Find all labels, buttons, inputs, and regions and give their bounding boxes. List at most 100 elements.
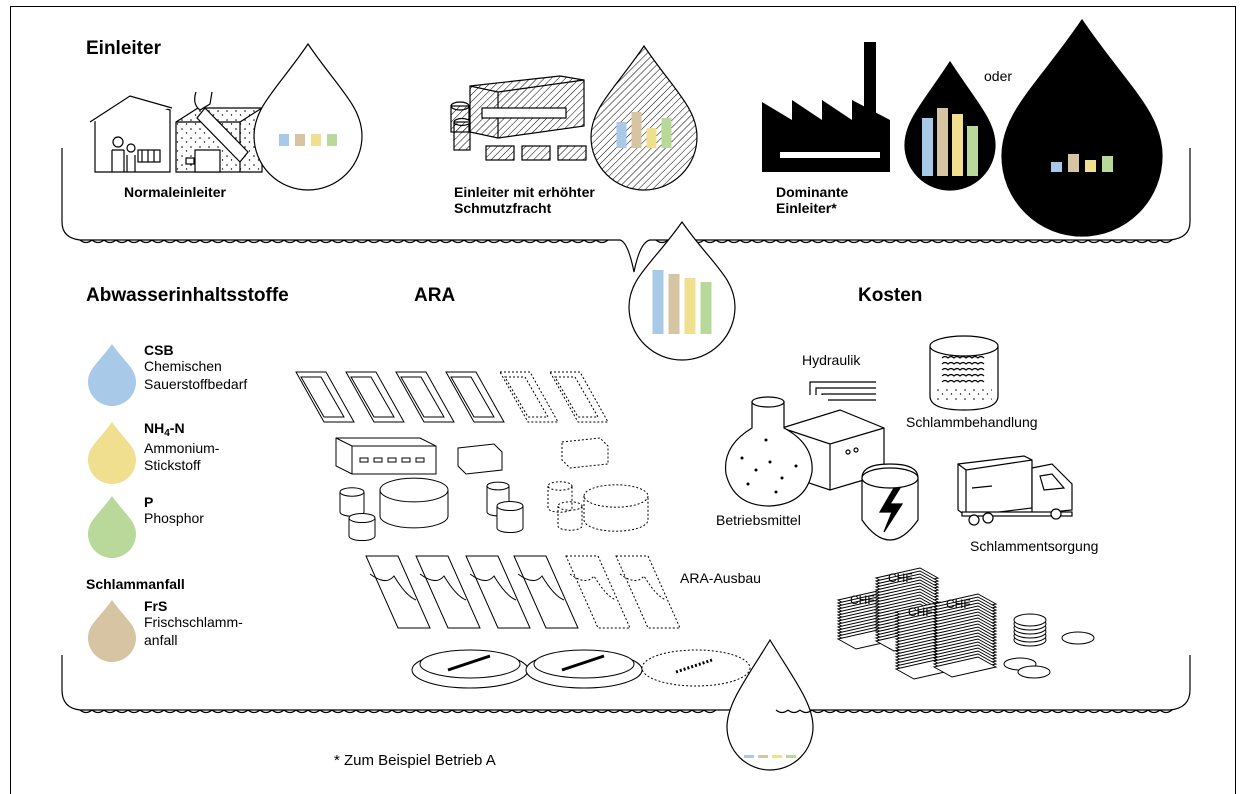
bill-stack: CHF (932, 593, 998, 678)
secondary-basin-1-wave (369, 573, 417, 601)
sludge-treatment-icon (929, 335, 999, 411)
drop-dominant-b (1001, 18, 1163, 237)
digester-1-top (379, 477, 449, 503)
drop-dominant-a-bar-2 (937, 108, 948, 176)
heading-abwasserinhaltsstoffe: Abwasserinhaltsstoffe (86, 285, 289, 306)
drop-normal-bar-1 (279, 134, 289, 146)
drop-dominant-a (904, 60, 996, 191)
flask-icon (724, 396, 813, 507)
secondary-basin-planned-1-wave (569, 573, 617, 601)
factory-icon (762, 42, 890, 172)
coin-flat (1061, 631, 1095, 645)
label-hydraulik: Hydraulik (802, 352, 861, 368)
drop-bottom (726, 638, 814, 771)
aeration-basin-1 (295, 371, 355, 423)
aeration-basin-3 (395, 371, 455, 423)
building-window-1 (359, 457, 369, 463)
ara-basins-planned (499, 371, 751, 687)
top-brace (61, 148, 1191, 273)
legend-code: NH4-N (144, 420, 185, 439)
label-erhoehte-line1: Einleiter mit erhöhter (454, 184, 595, 200)
legend-code: FrS (144, 598, 168, 614)
drop-dominant-b-bar-3 (1085, 160, 1096, 172)
chf-label: CHF (908, 605, 933, 619)
drop-center-bar-1 (652, 270, 664, 334)
chf-label: CHF (888, 571, 913, 585)
aeration-basin-planned-1 (499, 371, 559, 423)
drop-bottom-bar-2 (758, 755, 768, 758)
secondary-basin-planned-1 (565, 555, 631, 629)
tank-4-top (496, 500, 524, 512)
industrial-building-icon (450, 75, 587, 161)
label-erhoehte-line2: Schmutzfracht (454, 200, 552, 217)
tank-3-top (486, 481, 510, 491)
label-dominante-line2: Einleiter* (776, 200, 837, 217)
drop-normal-bar-2 (295, 134, 305, 146)
tank-4 (496, 506, 524, 534)
digester-planned (583, 496, 649, 532)
label-normaleinleiter: Normaleinleiter (124, 184, 226, 200)
legend-drop-4 (88, 600, 136, 662)
sludge-squiggle-3 (941, 367, 985, 371)
drop-dominant-a-shape (904, 60, 996, 191)
drop-normal (253, 42, 363, 191)
secondary-basin-1 (365, 555, 431, 629)
label-oder: oder (984, 68, 1013, 84)
legend-drop-3 (88, 496, 136, 558)
drop-erhoeht-bar-3 (646, 128, 657, 148)
legend-description: Frischschlamm-anfall (144, 614, 243, 648)
heading-einleiter: Einleiter (86, 38, 161, 59)
drop-erhoeht-bar-4 (661, 118, 672, 148)
aeration-basin-2-inner (350, 376, 395, 418)
round-clarifier-planned (641, 649, 751, 687)
label-schlammentsorgung: Schlammentsorgung (970, 538, 1099, 554)
drop-bottom-shape (726, 638, 814, 771)
heading-kosten: Kosten (858, 285, 923, 306)
aeration-basin-planned-1-inner (504, 376, 549, 418)
tank-planned-1-top (547, 481, 573, 491)
aeration-basin-2 (345, 371, 405, 423)
sludge-squiggle-5 (941, 379, 985, 383)
sludge-squiggle-4 (941, 373, 985, 377)
tank-planned-2-top (557, 501, 583, 511)
drop-center-bar-3 (684, 278, 696, 334)
drop-center (628, 220, 736, 361)
drop-dominant-b-shape (1001, 18, 1163, 237)
heading-schlammanfall: Schlammanfall (86, 576, 185, 592)
power-container-icon (861, 463, 919, 541)
coin (1013, 613, 1047, 627)
drop-center-bar-4 (700, 282, 712, 334)
aeration-basin-planned-2 (549, 371, 609, 423)
truck-icon (957, 455, 1073, 526)
secondary-basin-4 (513, 555, 579, 629)
building-window-4 (401, 457, 411, 463)
aeration-basin-4 (445, 371, 505, 423)
drop-erhoeht (590, 44, 698, 191)
bill (932, 656, 998, 678)
drop-normal-shape (253, 42, 363, 191)
aeration-basin-1-inner (300, 376, 345, 418)
outer-frame (10, 6, 1236, 794)
top-brace-wave (79, 239, 1173, 244)
secondary-basin-3 (465, 555, 531, 629)
operations-building (335, 437, 437, 475)
legend-drop-1 (88, 344, 136, 406)
drop-erhoeht-shape (590, 44, 698, 191)
bottom-brace-wave (79, 709, 1173, 714)
secondary-basin-3-wave (469, 573, 517, 601)
drop-bottom-bar-3 (772, 755, 782, 758)
secondary-basin-4-wave (517, 573, 565, 601)
label-dominante-line1: Dominante (776, 184, 849, 200)
drop-erhoeht-bar-2 (631, 112, 642, 148)
round-clarifier-planned-bridge (675, 658, 713, 674)
drop-center-bar-2 (668, 274, 680, 334)
aeration-basin-planned-2-inner (554, 376, 599, 418)
aeration-basin-4-inner (450, 376, 495, 418)
chf-label: CHF (850, 593, 875, 607)
label-dominante-einleiter: Dominante Einleiter* (776, 184, 848, 216)
secondary-basin-2 (415, 555, 481, 629)
